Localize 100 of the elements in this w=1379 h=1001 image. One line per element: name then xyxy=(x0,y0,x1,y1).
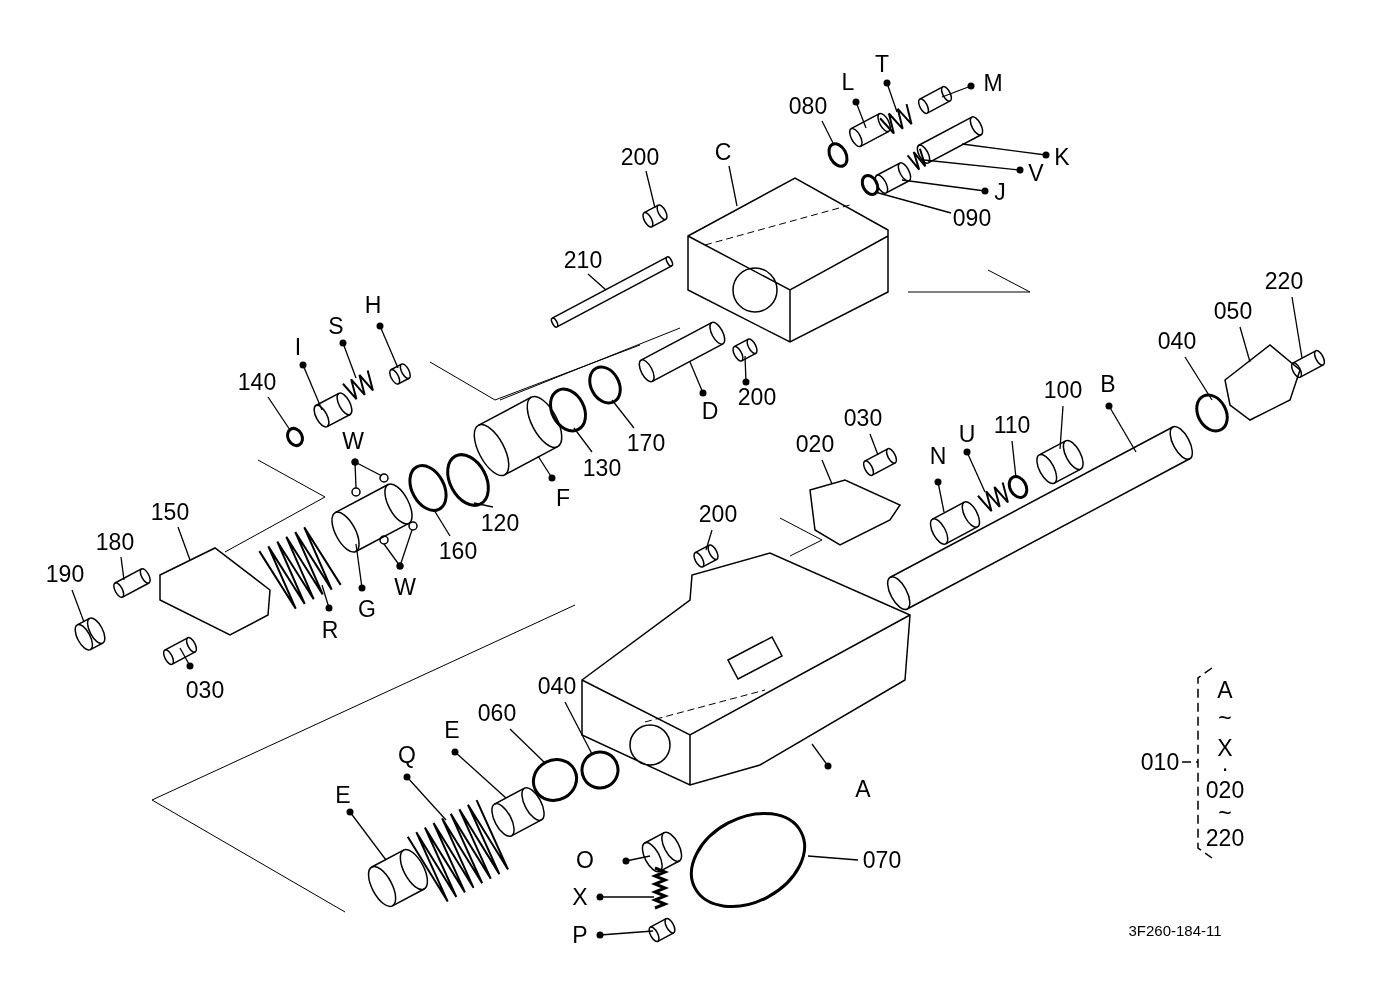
ball xyxy=(379,473,389,483)
coil-spring xyxy=(906,147,927,171)
leader-line xyxy=(587,273,607,291)
plug xyxy=(732,338,758,362)
coil-spring xyxy=(650,866,670,910)
flange-plate xyxy=(159,547,271,636)
leader-line xyxy=(622,855,651,865)
leader-line xyxy=(596,930,654,939)
callout-label: F xyxy=(555,486,571,510)
callout-label: K xyxy=(1054,145,1070,169)
callout-label: 040 xyxy=(1157,329,1197,353)
range-label: A xyxy=(1217,678,1233,702)
o-ring xyxy=(1195,393,1229,433)
leader-line xyxy=(611,399,635,429)
callout-label: 140 xyxy=(237,370,277,394)
callout-label: 170 xyxy=(626,431,666,455)
callout-label: 060 xyxy=(477,701,517,725)
callout-number: 010 xyxy=(1140,750,1180,774)
nut xyxy=(74,617,106,651)
leader-line xyxy=(821,120,835,146)
o-ring xyxy=(549,387,587,433)
callout-label: 100 xyxy=(1043,378,1083,402)
callout-label: 200 xyxy=(737,385,777,409)
leader-line xyxy=(883,79,898,113)
callout-label: M xyxy=(983,71,1003,95)
coil-spring xyxy=(341,369,374,401)
cylindrical-part xyxy=(849,112,891,148)
leader-line xyxy=(179,647,194,670)
bracket-plate xyxy=(809,479,902,546)
washer xyxy=(531,758,579,802)
leader-line xyxy=(451,748,507,799)
callout-label: E xyxy=(444,718,460,742)
leader-line xyxy=(351,458,359,489)
leader-line xyxy=(564,701,593,755)
leader-line xyxy=(821,459,833,485)
callout-label: B xyxy=(1100,372,1116,396)
callout-label: 160 xyxy=(438,539,478,563)
leader-line xyxy=(267,396,291,431)
leader-line xyxy=(934,478,945,513)
callout-label: V xyxy=(1028,161,1044,185)
cylindrical-part xyxy=(641,831,683,873)
o-ring xyxy=(827,142,849,168)
leader-line xyxy=(689,361,707,397)
bolt xyxy=(162,636,198,666)
cylindrical-part xyxy=(313,392,353,428)
callout-label: D xyxy=(701,399,719,423)
flange-plate xyxy=(1224,344,1301,421)
callout-label: C xyxy=(714,140,732,164)
callout-label: T xyxy=(874,52,890,76)
leader-line xyxy=(433,509,451,537)
leader-line xyxy=(339,339,357,379)
callout-label: 110 xyxy=(993,413,1031,437)
leader-line xyxy=(941,82,975,98)
range-label: 220 xyxy=(1205,826,1245,850)
callout-label: 090 xyxy=(952,206,992,230)
leader-line xyxy=(1291,296,1303,359)
coil-spring xyxy=(258,526,342,610)
leader-line xyxy=(963,448,986,493)
leader-line xyxy=(321,584,333,612)
leader-line xyxy=(396,529,413,570)
callout-label: O xyxy=(576,848,594,872)
range-label: ~ xyxy=(1218,706,1232,730)
callout-label: X xyxy=(572,885,588,909)
leader-line xyxy=(869,433,879,456)
callout-label: 080 xyxy=(788,94,828,118)
washer xyxy=(648,917,676,943)
callout-label: 030 xyxy=(843,406,883,430)
leader-line xyxy=(901,179,989,195)
callout-label: I xyxy=(294,335,302,359)
callout-label: 190 xyxy=(45,562,85,586)
callout-label: E xyxy=(335,783,351,807)
cylindrical-part xyxy=(331,483,413,553)
leader-line xyxy=(1239,326,1251,363)
callout-label: 050 xyxy=(1213,299,1253,323)
callout-label: P xyxy=(572,923,588,947)
valve-housing xyxy=(687,177,889,343)
callout-label: L xyxy=(841,70,855,94)
callout-label: 180 xyxy=(95,530,135,554)
callout-label: Q xyxy=(398,743,416,767)
leader-line xyxy=(645,170,656,209)
callout-label: R xyxy=(321,618,339,642)
callout-label: N xyxy=(929,444,947,468)
o-ring xyxy=(588,365,622,405)
callout-label: H xyxy=(364,293,382,317)
callout-label: 030 xyxy=(185,678,225,702)
stud-bolt xyxy=(113,567,151,599)
leader-line xyxy=(120,556,125,581)
leader-line xyxy=(874,191,952,214)
leader-line xyxy=(811,743,832,770)
ball xyxy=(408,521,418,531)
leader-line xyxy=(71,589,85,623)
drawing-number: 3F260-184-11 xyxy=(1128,922,1222,938)
leader-line xyxy=(1011,440,1017,479)
bolt xyxy=(917,85,953,115)
leader-line xyxy=(852,98,867,129)
leader-line xyxy=(728,165,738,207)
o-ring xyxy=(690,811,806,909)
leader-line xyxy=(346,808,387,861)
o-ring xyxy=(408,464,448,512)
leader-line xyxy=(403,773,447,821)
